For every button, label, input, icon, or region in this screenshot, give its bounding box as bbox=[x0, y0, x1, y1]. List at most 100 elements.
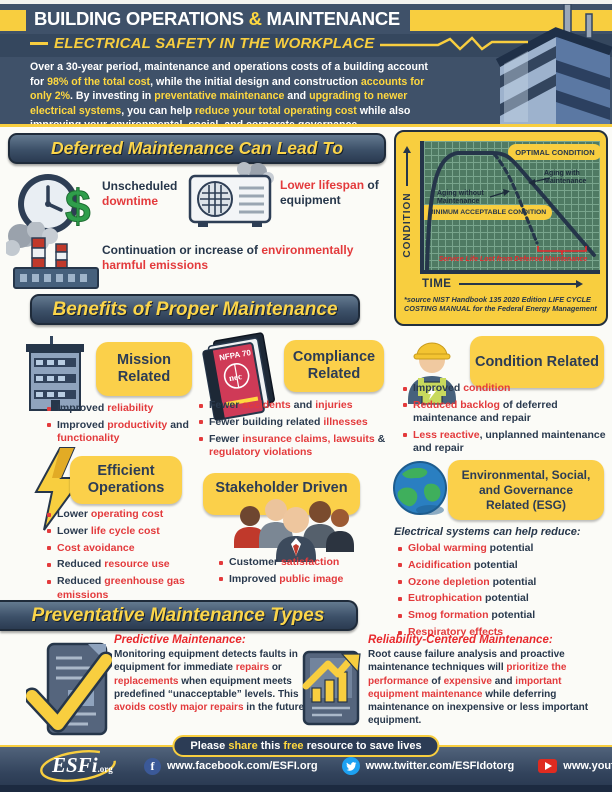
bullet-item: Cost avoidance bbox=[46, 542, 196, 555]
bullet-item: Respiratory effects bbox=[397, 626, 609, 639]
x-axis-label: TIME bbox=[422, 278, 452, 290]
page-title: BUILDING OPERATIONS & MAINTENANCE bbox=[34, 8, 400, 29]
optimal-condition-pill: OPTIMAL CONDITION bbox=[508, 144, 600, 160]
section-title: Deferred Maintenance Can Lead To bbox=[50, 138, 344, 158]
lightning-zigzag-icon bbox=[380, 35, 529, 51]
bullet-item: Fewer insurance claims, lawsuits & regul… bbox=[198, 433, 386, 460]
bullet-item: Smog formation potential bbox=[397, 609, 609, 622]
maintenance-worker-icon bbox=[408, 342, 456, 405]
benefit-title-esg: Environmental, Social, and Governance Re… bbox=[448, 460, 604, 520]
bullet-item: Improved condition bbox=[402, 382, 606, 395]
bullet-item: Customer satisfaction bbox=[218, 556, 383, 569]
growth-chart-icon bbox=[302, 650, 361, 726]
esfi-logo-swoosh-icon bbox=[40, 750, 116, 782]
title-plate: BUILDING OPERATIONS & MAINTENANCE bbox=[26, 5, 410, 33]
section-title: Benefits of Proper Maintenance bbox=[52, 298, 338, 320]
header: BUILDING OPERATIONS & MAINTENANCE ELECTR… bbox=[0, 4, 612, 131]
globe-icon bbox=[393, 461, 447, 515]
x-axis-arrow-icon bbox=[459, 279, 584, 287]
youtube-url: www.youtube.com/ESFIdotorg bbox=[563, 760, 612, 772]
condition-bullets: Improved condition Reduced backlog of de… bbox=[402, 382, 606, 459]
section-title: Preventative Maintenance Types bbox=[31, 604, 325, 626]
ac-unit-icon bbox=[188, 162, 274, 227]
youtube-icon bbox=[538, 759, 558, 773]
lightning-bolt-icon bbox=[34, 447, 84, 531]
bullet-item: Fewer building related illnesses bbox=[198, 416, 386, 429]
deferred-item-lifespan: Lower lifespan of equipment bbox=[280, 178, 379, 207]
predictive-block: Predictive Maintenance: Monitoring equip… bbox=[114, 634, 310, 714]
subtitle-row: ELECTRICAL SAFETY IN THE WORKPLACE bbox=[30, 35, 530, 52]
bullet-item: Acidification potential bbox=[397, 559, 609, 572]
stakeholder-people-icon bbox=[234, 499, 354, 562]
office-building-icon bbox=[26, 336, 84, 411]
benefit-title-condition: Condition Related bbox=[470, 336, 604, 388]
building-illustration-icon bbox=[495, 4, 612, 124]
reliability-body: Root cause failure analysis and proactiv… bbox=[368, 649, 589, 727]
predictive-body: Monitoring equipment detects faults in e… bbox=[114, 649, 307, 714]
chart-x-axis: TIME bbox=[422, 278, 584, 290]
y-axis-arrow-icon bbox=[405, 152, 409, 187]
label-aging-without-maintenance: Aging without Maintenance bbox=[437, 190, 484, 205]
lifecycle-chart-card: CONDITION MINIMUM ACCEPTABLE CONDITION O… bbox=[394, 130, 608, 326]
bullet-item: Less reactive, unplanned maintenance and… bbox=[402, 429, 606, 456]
service-life-bracket bbox=[537, 246, 587, 255]
reliability-block: Reliability-Centered Maintenance: Root c… bbox=[368, 634, 606, 728]
section-header-benefits: Benefits of Proper Maintenance bbox=[30, 294, 360, 325]
chart-source-note: *source NIST Handbook 135 2020 Edition L… bbox=[404, 295, 597, 314]
nfpa-codebook-icon: NFPA 70 nec bbox=[202, 332, 275, 421]
chart-y-axis: CONDITION bbox=[400, 134, 414, 276]
bullet-item: Improved productivity and functionality bbox=[46, 419, 196, 446]
bullet-item: Reduced greenhouse gas emissions bbox=[46, 575, 196, 602]
twitter-url: www.twitter.com/ESFIdotorg bbox=[365, 760, 515, 772]
curve-aging-without-maintenance bbox=[492, 152, 539, 245]
label-service-life-lost: Service Life Lost from Deferred Maintena… bbox=[438, 256, 588, 263]
bottom-margin bbox=[0, 785, 612, 792]
esg-bullets: Global warming potential Acidification p… bbox=[397, 542, 609, 643]
factory-emissions-icon bbox=[6, 222, 99, 289]
subtitle-dash bbox=[30, 42, 48, 45]
bullet-item: Improved public image bbox=[218, 573, 383, 586]
header-divider bbox=[0, 124, 612, 127]
efficient-bullets: Lower operating cost Lower life cycle co… bbox=[46, 508, 196, 605]
facebook-icon: f bbox=[144, 757, 161, 775]
bullet-item: Global warming potential bbox=[397, 542, 609, 555]
reliability-title: Reliability-Centered Maintenance: bbox=[368, 634, 553, 646]
benefit-title-mission: Mission Related bbox=[96, 342, 192, 396]
esg-intro: Electrical systems can help reduce: bbox=[394, 526, 581, 538]
section-header-deferred: Deferred Maintenance Can Lead To bbox=[8, 133, 386, 164]
intro-paragraph: Over a 30-year period, maintenance and o… bbox=[30, 61, 428, 131]
bullet-item: Improved reliability bbox=[46, 402, 196, 415]
facebook-link[interactable]: f www.facebook.com/ESFI.org bbox=[144, 757, 318, 775]
label-aging-with-maintenance: Aging with Maintenance bbox=[544, 170, 587, 185]
bullet-item: Lower life cycle cost bbox=[46, 525, 196, 538]
benefit-title-efficient: Efficient Operations bbox=[70, 456, 182, 504]
header-subtitle-band bbox=[0, 34, 612, 57]
share-banner: Please share this free resource to save … bbox=[172, 735, 440, 757]
bullet-item: Reduced backlog of deferred maintenance … bbox=[402, 399, 606, 426]
mission-bullets: Improved reliability Improved productivi… bbox=[46, 402, 196, 449]
curve-aging-with-maintenance bbox=[425, 151, 596, 270]
svg-text:$: $ bbox=[65, 180, 91, 232]
logo-text: ESFi bbox=[52, 753, 98, 777]
twitter-link[interactable]: www.twitter.com/ESFIdotorg bbox=[341, 757, 515, 775]
minimum-condition-band: MINIMUM ACCEPTABLE CONDITION bbox=[424, 205, 552, 220]
predictive-title: Predictive Maintenance: bbox=[114, 634, 246, 646]
youtube-link[interactable]: www.youtube.com/ESFIdotorg bbox=[538, 759, 612, 773]
bullet-item: Lower operating cost bbox=[46, 508, 196, 521]
bullet-item: Eutrophication potential bbox=[397, 592, 609, 605]
bullet-item: Fewer accidents and injuries bbox=[198, 399, 386, 412]
chart-plot-area: MINIMUM ACCEPTABLE CONDITION OPTIMAL CON… bbox=[420, 141, 600, 274]
chart-curves bbox=[425, 151, 596, 270]
svg-text:nec: nec bbox=[228, 371, 243, 383]
bullet-item: Reduced resource use bbox=[46, 558, 196, 571]
stakeholder-bullets: Customer satisfaction Improved public im… bbox=[218, 556, 383, 590]
logo-suffix: .org bbox=[97, 764, 113, 774]
bullet-item: Ozone depletion potential bbox=[397, 576, 609, 589]
section-header-types: Preventative Maintenance Types bbox=[0, 600, 358, 631]
deferred-item-downtime: Unscheduled downtime bbox=[102, 179, 178, 208]
facebook-url: www.facebook.com/ESFI.org bbox=[167, 760, 318, 772]
twitter-icon bbox=[341, 757, 360, 775]
deferred-item-emissions: Continuation or increase of environmenta… bbox=[102, 243, 354, 272]
compliance-bullets: Fewer accidents and injuries Fewer build… bbox=[198, 399, 386, 463]
